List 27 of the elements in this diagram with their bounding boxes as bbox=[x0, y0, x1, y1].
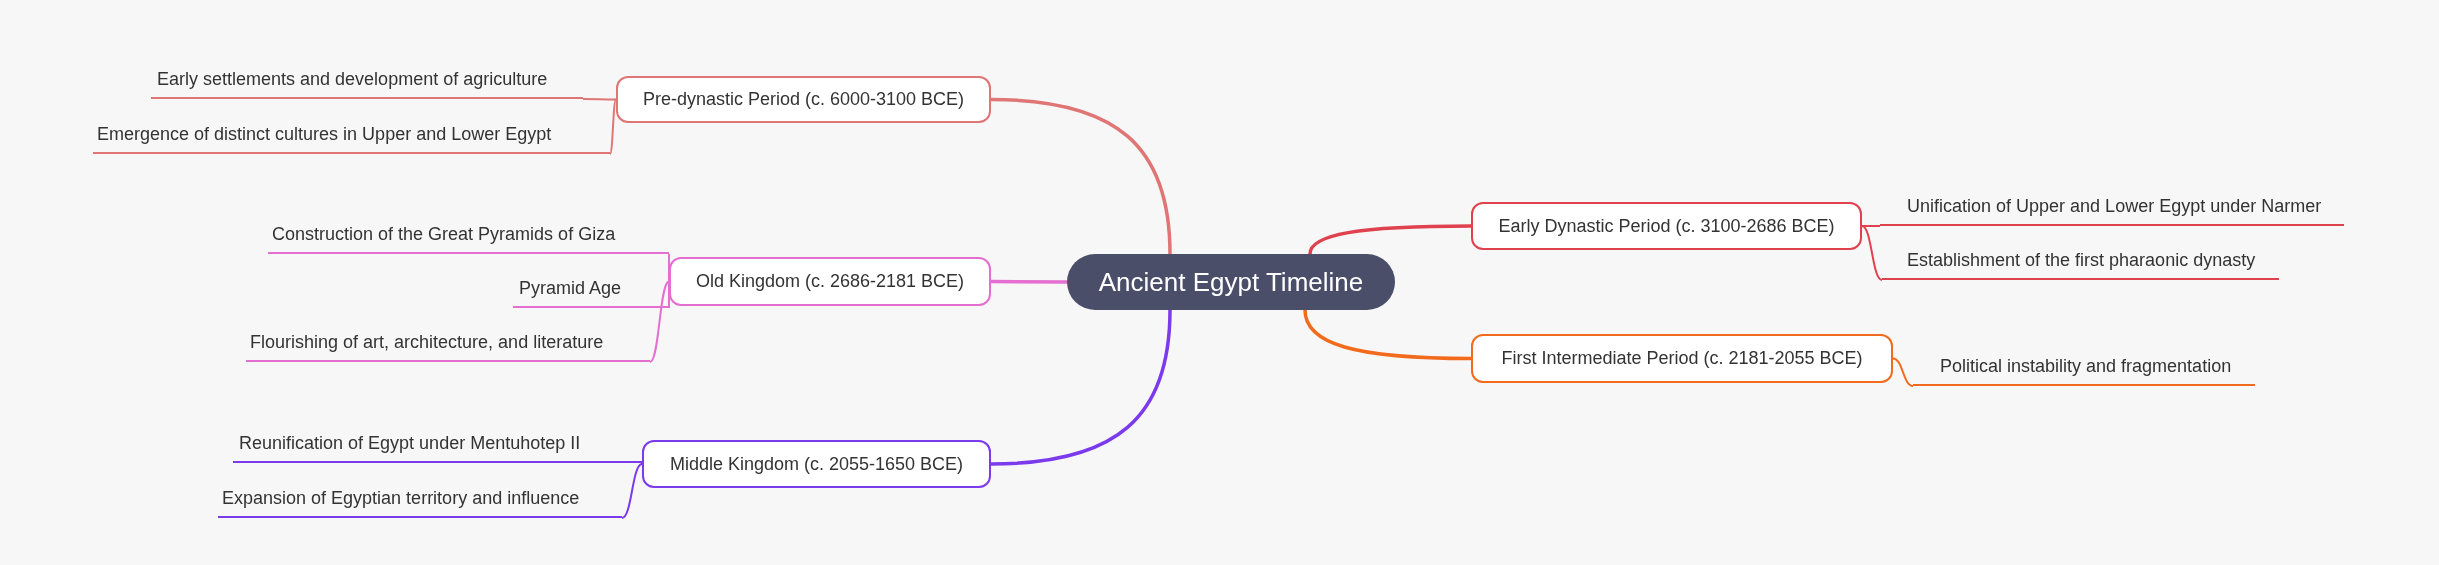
period-box: Old Kingdom (c. 2686-2181 BCE) bbox=[669, 257, 991, 306]
detail-label: Expansion of Egyptian territory and influence bbox=[218, 484, 622, 518]
central-topic: Ancient Egypt Timeline bbox=[1067, 254, 1395, 310]
period-box: Early Dynastic Period (c. 3100-2686 BCE) bbox=[1471, 202, 1862, 250]
period-box: Middle Kingdom (c. 2055-1650 BCE) bbox=[642, 440, 991, 488]
period-box: Pre-dynastic Period (c. 6000-3100 BCE) bbox=[616, 76, 991, 123]
detail-label: Construction of the Great Pyramids of Giza bbox=[268, 220, 669, 254]
connector-line bbox=[1308, 224, 1471, 255]
detail-label: Early settlements and development of agriculture bbox=[151, 65, 583, 99]
connector-line bbox=[1892, 357, 1914, 387]
detail-label: Pyramid Age bbox=[513, 274, 669, 308]
connector-line bbox=[1303, 309, 1471, 361]
connector-line bbox=[621, 463, 643, 519]
detail-label: Unification of Upper and Lower Egypt under Narmer bbox=[1880, 192, 2344, 226]
connector-line bbox=[609, 98, 617, 155]
connector-line bbox=[649, 280, 670, 363]
detail-label: Establishment of the first pharaonic dynasty bbox=[1882, 246, 2279, 280]
connector-line bbox=[1861, 225, 1883, 281]
connector-line bbox=[991, 279, 1067, 284]
period-box: First Intermediate Period (c. 2181-2055 BCE) bbox=[1471, 334, 1893, 383]
connector-line bbox=[582, 98, 617, 101]
detail-label: Political instability and fragmentation bbox=[1913, 352, 2255, 386]
detail-label: Reunification of Egypt under Mentuhotep II bbox=[233, 429, 642, 463]
connector-line bbox=[990, 309, 1172, 466]
detail-label: Emergence of distinct cultures in Upper and Lower Egypt bbox=[93, 120, 610, 154]
detail-label: Flourishing of art, architecture, and literature bbox=[246, 328, 650, 362]
connector-line bbox=[990, 97, 1172, 255]
